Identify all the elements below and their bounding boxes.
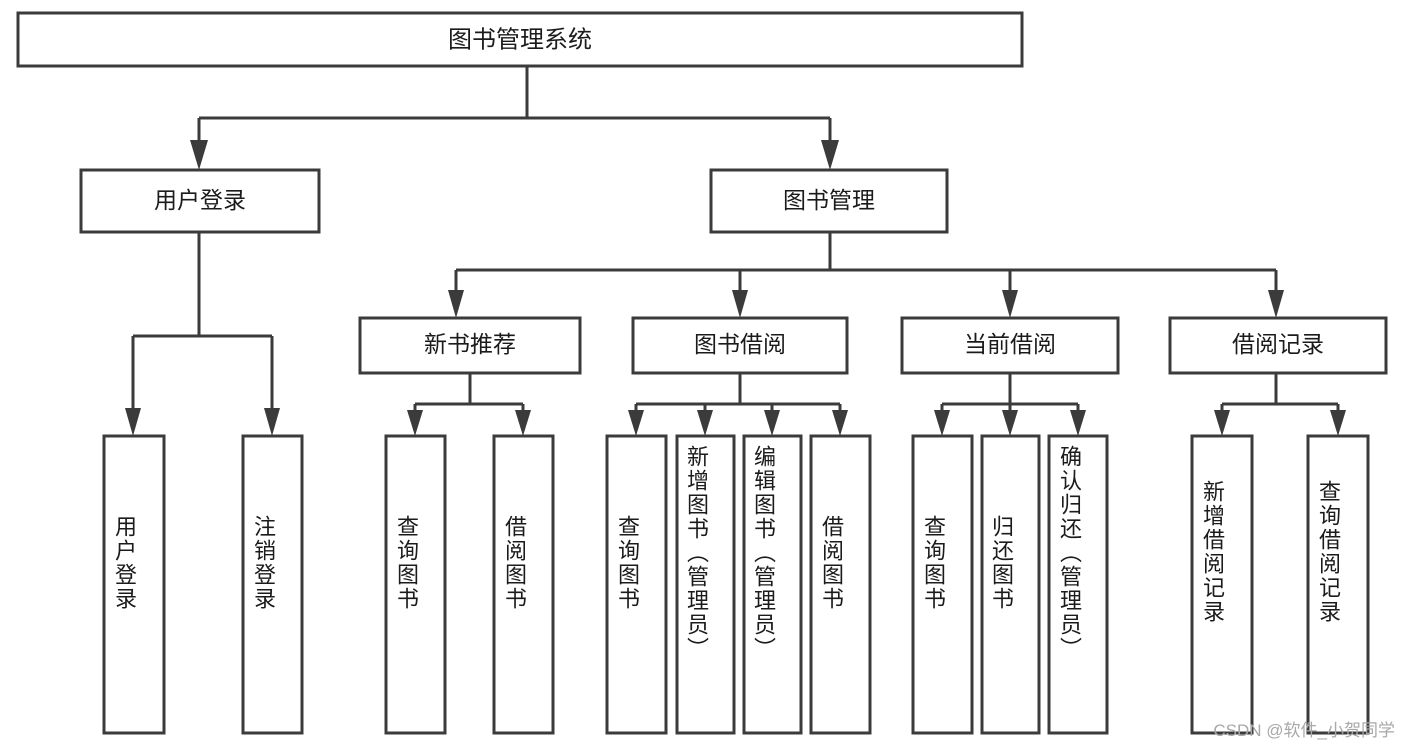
node-borrow-record[interactable]: 借阅记录 bbox=[1168, 316, 1388, 375]
node-user-login-label: 用户登录 bbox=[154, 187, 246, 213]
arrow-leaf-add-record bbox=[1214, 410, 1230, 436]
arrow-leaf-edit-book bbox=[764, 410, 780, 436]
leaf-boxes bbox=[102, 434, 1370, 735]
node-leaf-edit-book-box[interactable] bbox=[742, 434, 803, 735]
node-leaf-return-book-box[interactable] bbox=[980, 434, 1041, 735]
node-leaf-user-login-box[interactable] bbox=[102, 434, 166, 735]
node-book-borrow[interactable]: 图书借阅 bbox=[631, 316, 849, 375]
connectors-current-borrow-to-leaves bbox=[934, 373, 1086, 436]
node-leaf-query-book-2-box[interactable] bbox=[605, 434, 668, 735]
node-current-borrow-label: 当前借阅 bbox=[964, 331, 1056, 357]
arrow-leaf-user-login bbox=[125, 408, 141, 436]
node-borrow-record-box[interactable] bbox=[1168, 316, 1388, 375]
node-leaf-confirm-return-box[interactable] bbox=[1047, 434, 1109, 735]
node-book-borrow-box[interactable] bbox=[631, 316, 849, 375]
arrow-leaf-query-book-2 bbox=[628, 410, 644, 436]
connectors-borrow-record-to-leaves bbox=[1214, 373, 1346, 436]
arrow-leaf-query-book-1 bbox=[407, 410, 423, 436]
arrow-leaf-borrow-book-1 bbox=[515, 410, 531, 436]
node-root[interactable]: 图书管理系统 bbox=[16, 11, 1024, 68]
node-book-borrow-label: 图书借阅 bbox=[694, 331, 786, 357]
node-new-book-recommend-label: 新书推荐 bbox=[424, 331, 516, 357]
connectors-user-login-to-leaves bbox=[125, 232, 280, 436]
node-user-login-box[interactable] bbox=[79, 168, 321, 234]
connectors-root-to-level2 bbox=[190, 66, 839, 170]
node-root-label: 图书管理系统 bbox=[448, 26, 592, 53]
node-leaf-query-book-1-box[interactable] bbox=[384, 434, 447, 735]
node-book-manage[interactable]: 图书管理 bbox=[709, 168, 949, 234]
node-leaf-logout-login-box[interactable] bbox=[241, 434, 304, 735]
node-new-book-recommend-box[interactable] bbox=[358, 316, 582, 375]
node-leaf-add-book-box[interactable] bbox=[675, 434, 736, 735]
node-leaf-query-book-3-box[interactable] bbox=[911, 434, 974, 735]
arrow-current-borrow bbox=[1002, 290, 1018, 318]
arrow-book-manage bbox=[821, 140, 839, 170]
arrow-user-login bbox=[190, 140, 208, 170]
arrow-leaf-confirm-return bbox=[1070, 410, 1086, 436]
node-borrow-record-label: 借阅记录 bbox=[1232, 331, 1324, 357]
arrow-book-borrow bbox=[732, 290, 748, 318]
arrow-leaf-query-book-3 bbox=[934, 410, 950, 436]
node-current-borrow[interactable]: 当前借阅 bbox=[900, 316, 1120, 375]
node-root-box[interactable] bbox=[16, 11, 1024, 68]
arrow-leaf-add-book bbox=[697, 410, 713, 436]
arrow-leaf-logout-login bbox=[264, 408, 280, 436]
node-leaf-borrow-book-1-box[interactable] bbox=[492, 434, 555, 735]
node-new-book-recommend[interactable]: 新书推荐 bbox=[358, 316, 582, 375]
node-leaf-borrow-book-2-box[interactable] bbox=[809, 434, 872, 735]
csdn-watermark: CSDN @软件_小贺同学 bbox=[1213, 721, 1395, 740]
node-current-borrow-box[interactable] bbox=[900, 316, 1120, 375]
arrow-leaf-return-book bbox=[1002, 410, 1018, 436]
node-leaf-query-record-box[interactable] bbox=[1306, 434, 1370, 735]
connectors-book-borrow-to-leaves bbox=[628, 373, 848, 436]
node-leaf-add-record-box[interactable] bbox=[1190, 434, 1254, 735]
node-book-manage-box[interactable] bbox=[709, 168, 949, 234]
arrow-leaf-query-record bbox=[1330, 410, 1346, 436]
connectors-book-manage-to-level3 bbox=[448, 232, 1284, 318]
node-user-login[interactable]: 用户登录 bbox=[79, 168, 321, 234]
arrow-leaf-borrow-book-2 bbox=[832, 410, 848, 436]
connectors-new-book-to-leaves bbox=[407, 373, 531, 436]
node-book-manage-label: 图书管理 bbox=[783, 187, 875, 213]
arrow-borrow-record bbox=[1268, 290, 1284, 318]
arrow-new-book-recommend bbox=[448, 290, 464, 318]
